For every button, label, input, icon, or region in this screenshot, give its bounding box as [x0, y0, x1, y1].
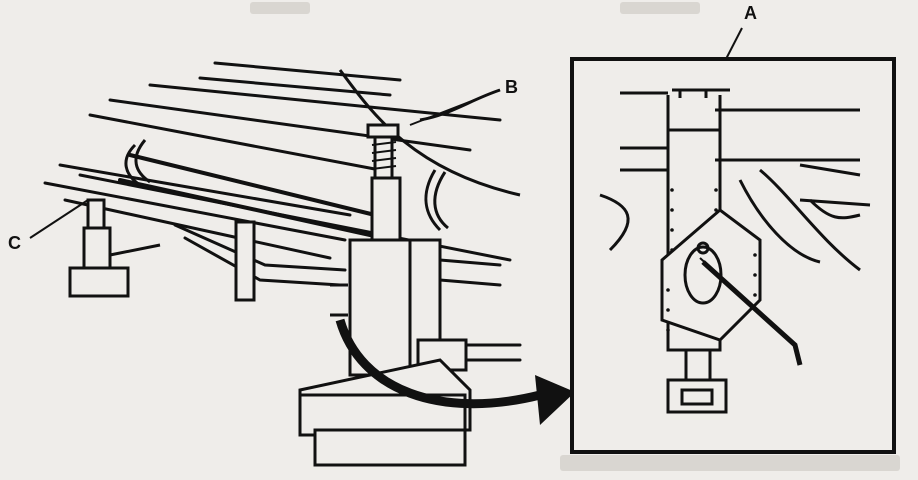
rivet-dots: [666, 188, 757, 332]
detail-inset: [570, 57, 896, 454]
callout-label-c: C: [8, 233, 21, 253]
vehicle-frame: [43, 61, 522, 362]
small-jack: [68, 198, 161, 298]
curved-arrow-icon: [335, 318, 575, 425]
large-jack: [298, 123, 472, 467]
bleed-through-text: [250, 2, 900, 471]
callout-label-b: B: [505, 77, 518, 97]
callout-label-a: A: [744, 3, 757, 23]
drop-post: [234, 220, 256, 302]
